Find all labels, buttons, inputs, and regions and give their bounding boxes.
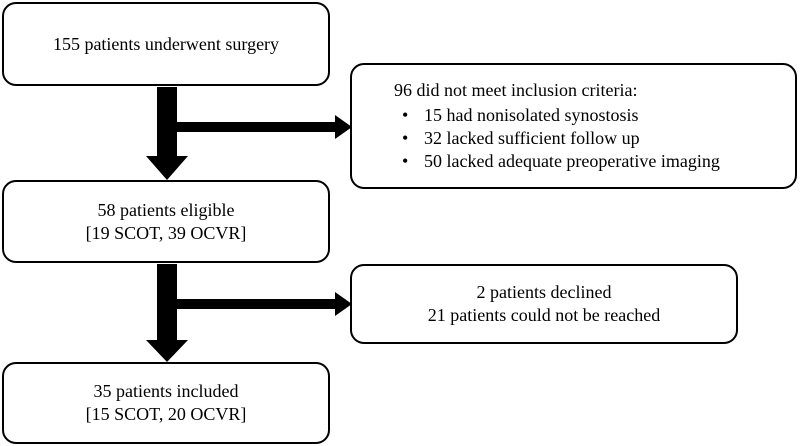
main-arrow-head-1 <box>146 156 188 180</box>
exclusion-item: • 50 lacked adequate preoperative imaging <box>394 150 720 173</box>
box-patients-eligible: 58 patients eligible [19 SCOT, 39 OCVR] <box>2 180 330 263</box>
exclusion-item: • 15 had nonisolated synostosis <box>394 104 720 127</box>
exclusion-item-text: 32 lacked sufficient follow up <box>424 128 640 148</box>
bullet-icon: • <box>402 151 409 171</box>
box-declined-unreachable: 2 patients declined 21 patients could no… <box>350 264 738 344</box>
box-excluded-patients: 96 did not meet inclusion criteria: • 15 … <box>350 63 797 189</box>
exclusion-item-text: 15 had nonisolated synostosis <box>424 105 639 125</box>
eligible-breakdown: [19 SCOT, 39 OCVR] <box>85 222 247 243</box>
surgery-text: 155 patients underwent surgery <box>52 33 280 54</box>
main-arrow-shaft-1 <box>157 87 177 157</box>
main-arrow-head-2 <box>146 340 188 362</box>
bullet-icon: • <box>402 128 409 148</box>
unreachable-count: 21 patients could not be reached <box>427 305 661 325</box>
branch-arrow-shaft-1 <box>175 122 337 132</box>
included-breakdown: [15 SCOT, 20 OCVR] <box>85 404 247 424</box>
exclusion-item-text: 50 lacked adequate preoperative imaging <box>424 151 720 171</box>
eligible-count: 58 patients eligible <box>97 199 235 220</box>
box-patients-underwent-surgery: 155 patients underwent surgery <box>2 2 330 86</box>
included-count: 35 patients included <box>93 381 239 401</box>
declined-count: 2 patients declined <box>476 282 612 302</box>
main-arrow-shaft-2 <box>157 264 177 341</box>
branch-arrow-shaft-2 <box>175 299 337 309</box>
bullet-icon: • <box>402 105 409 125</box>
exclusion-item: • 32 lacked sufficient follow up <box>394 127 720 150</box>
branch-arrow-head-1 <box>335 115 352 139</box>
exclusion-list: • 15 had nonisolated synostosis • 32 lacke… <box>394 104 720 173</box>
exclusion-title: 96 did not meet inclusion criteria: <box>394 80 638 100</box>
box-patients-included: 35 patients included [15 SCOT, 20 OCVR] <box>2 362 330 444</box>
branch-arrow-head-2 <box>335 292 352 316</box>
